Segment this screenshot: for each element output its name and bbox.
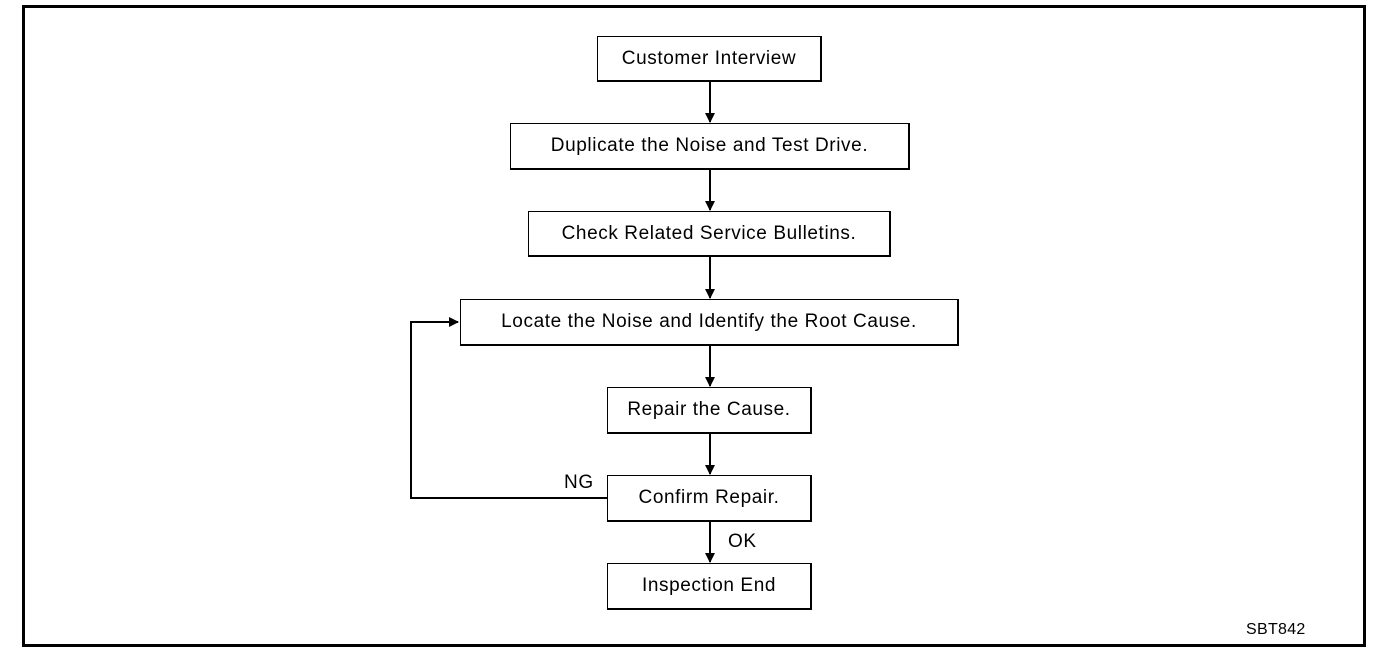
step-confirm-repair: Confirm Repair. <box>607 475 812 522</box>
step-label: Locate the Noise and Identify the Root C… <box>501 311 917 332</box>
step-label: Duplicate the Noise and Test Drive. <box>550 135 869 156</box>
step-label: Check Related Service Bulletins. <box>561 222 857 244</box>
diagram-frame <box>22 5 1366 647</box>
step-customer-interview: Customer Interview <box>597 36 822 82</box>
step-repair-cause: Repair the Cause. <box>607 387 812 434</box>
step-check-bulletins: Check Related Service Bulletins. <box>528 211 891 257</box>
ng-label: NG <box>564 472 594 493</box>
step-label: Repair the Cause. <box>627 399 791 420</box>
step-duplicate-noise: Duplicate the Noise and Test Drive. <box>510 123 910 170</box>
step-label: Inspection End <box>641 575 777 596</box>
ok-label: OK <box>728 531 757 552</box>
step-label: Confirm Repair. <box>638 487 780 508</box>
figure-code: SBT842 <box>1246 621 1306 638</box>
step-label: Customer Interview <box>621 47 797 69</box>
ng-loop-arrow <box>410 317 607 499</box>
step-locate-noise: Locate the Noise and Identify the Root C… <box>460 299 959 346</box>
step-inspection-end: Inspection End <box>607 563 812 610</box>
